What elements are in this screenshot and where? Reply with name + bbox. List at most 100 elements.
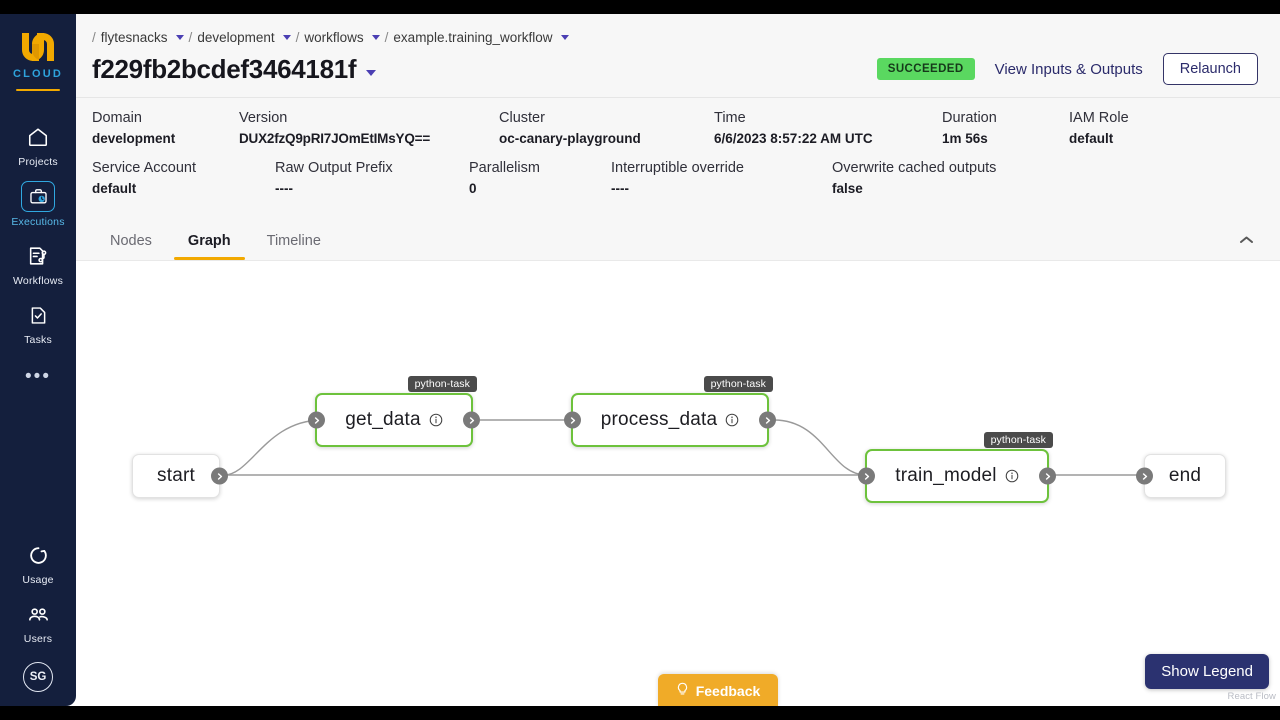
- sidebar-item-label: Projects: [18, 156, 58, 168]
- meta-label: Version: [239, 110, 288, 126]
- brand-name: CLOUD: [12, 68, 64, 80]
- graph-node-process_data[interactable]: python-task process_data: [564, 376, 776, 447]
- node-input-port[interactable]: [308, 411, 325, 429]
- graph-node-start[interactable]: start: [132, 454, 228, 498]
- execution-metadata: Domain development Version DUX2fzQ9pRI7J…: [76, 98, 1280, 216]
- meta-iam-role: IAM Role default: [1069, 110, 1129, 146]
- meta-value: DUX2fzQ9pRI7JOmEtIMsYQ==: [239, 131, 431, 146]
- workflow-icon: [20, 241, 56, 271]
- breadcrumb-separator: /: [384, 30, 389, 45]
- view-tabs: Nodes Graph Timeline: [76, 216, 1280, 260]
- feedback-label: Feedback: [695, 682, 761, 699]
- meta-interruptible-override: Interruptible override ----: [611, 160, 832, 196]
- meta-service-account: Service Account default: [92, 160, 275, 196]
- graph-node-train_model[interactable]: python-task train_model: [858, 432, 1056, 503]
- sidebar-item-tasks[interactable]: Tasks: [0, 291, 76, 350]
- meta-label: Cluster: [499, 110, 545, 126]
- node-input-port[interactable]: [1136, 467, 1153, 485]
- node-output-port[interactable]: [1039, 467, 1056, 485]
- letterbox-bottom: [0, 706, 1280, 720]
- breadcrumb-item-domain[interactable]: development: [197, 30, 275, 45]
- node-label: train_model: [895, 465, 997, 486]
- info-icon[interactable]: [725, 413, 739, 427]
- graph-node-get_data[interactable]: python-task get_data: [308, 376, 480, 447]
- meta-label: Interruptible override: [611, 160, 744, 176]
- show-legend-button[interactable]: Show Legend: [1145, 654, 1269, 689]
- brand-logo[interactable]: CLOUD: [13, 28, 63, 91]
- breadcrumb-item-workflow[interactable]: example.training_workflow: [393, 30, 553, 45]
- meta-label: Domain: [92, 110, 142, 126]
- breadcrumb-item-project[interactable]: flytesnacks: [100, 30, 168, 45]
- breadcrumb-separator: /: [92, 30, 96, 45]
- meta-value: oc-canary-playground: [499, 131, 641, 146]
- meta-label: Overwrite cached outputs: [832, 160, 997, 176]
- node-type-badge: python-task: [703, 376, 773, 392]
- briefcase-clock-icon: [21, 181, 55, 212]
- node-label: start: [157, 465, 195, 486]
- sidebar-item-label: Tasks: [24, 334, 52, 346]
- sidebar-item-usage[interactable]: Usage: [0, 531, 76, 590]
- feedback-button[interactable]: Feedback: [658, 674, 778, 706]
- meta-overwrite-cached-outputs: Overwrite cached outputs false: [832, 160, 996, 196]
- status-badge: SUCCEEDED: [876, 58, 975, 80]
- sidebar-item-executions[interactable]: Executions: [0, 172, 76, 232]
- breadcrumb-separator: /: [295, 30, 300, 45]
- sidebar-item-users[interactable]: Users: [0, 590, 76, 649]
- meta-label: Time: [714, 110, 746, 126]
- chevron-down-icon[interactable]: [282, 35, 291, 40]
- ellipsis-icon[interactable]: •••: [25, 366, 51, 387]
- main-content: / flytesnacks / development / workflows …: [76, 14, 1280, 706]
- chevron-down-icon[interactable]: [175, 35, 184, 40]
- union-logo-icon: [21, 33, 54, 61]
- metadata-row-1: Domain development Version DUX2fzQ9pRI7J…: [92, 110, 1258, 146]
- node-label: process_data: [600, 409, 718, 430]
- users-icon: [20, 599, 56, 629]
- info-icon[interactable]: [1005, 469, 1019, 483]
- node-label: end: [1168, 465, 1202, 486]
- relaunch-button[interactable]: Relaunch: [1162, 53, 1258, 85]
- node-output-port[interactable]: [211, 467, 228, 485]
- app-window: CLOUD Projects: [0, 14, 1280, 706]
- tab-graph[interactable]: Graph: [170, 233, 249, 260]
- header-actions: SUCCEEDED View Inputs & Outputs Relaunch: [876, 53, 1258, 85]
- node-output-port[interactable]: [463, 411, 480, 429]
- sidebar-item-label: Workflows: [12, 275, 64, 287]
- node-input-port[interactable]: [564, 411, 581, 429]
- meta-cluster: Cluster oc-canary-playground: [499, 110, 714, 146]
- graph-canvas[interactable]: start python-task get_data: [76, 260, 1280, 706]
- tab-nodes[interactable]: Nodes: [110, 233, 152, 249]
- sidebar-item-projects[interactable]: Projects: [0, 113, 76, 172]
- meta-duration: Duration 1m 56s: [942, 110, 1069, 146]
- sidebar-item-label: Users: [23, 633, 53, 645]
- sidebar-item-workflows[interactable]: Workflows: [0, 232, 76, 291]
- lightbulb-icon: [676, 682, 689, 700]
- meta-raw-output-prefix: Raw Output Prefix ----: [275, 160, 469, 196]
- chevron-up-icon[interactable]: [1234, 228, 1258, 252]
- view-inputs-outputs-link[interactable]: View Inputs & Outputs: [994, 60, 1143, 78]
- page-title: f229fb2bcdef3464181f: [92, 53, 357, 84]
- tab-timeline[interactable]: Timeline: [266, 233, 321, 249]
- chevron-down-icon[interactable]: [560, 35, 569, 40]
- info-icon[interactable]: [429, 413, 443, 427]
- sidebar-item-label: Usage: [22, 574, 54, 586]
- brand-underline: [15, 89, 60, 91]
- metadata-row-2: Service Account default Raw Output Prefi…: [92, 160, 1258, 196]
- meta-value: default: [1069, 131, 1114, 146]
- breadcrumb-separator: /: [188, 30, 193, 45]
- node-label: get_data: [345, 409, 421, 430]
- sidebar-nav: Projects Executions: [0, 113, 76, 386]
- execution-dropdown-icon[interactable]: [366, 69, 377, 76]
- meta-value: ----: [611, 181, 629, 196]
- react-flow-attribution: React Flow: [1227, 691, 1276, 702]
- graph-node-end[interactable]: end: [1136, 454, 1226, 498]
- breadcrumb-item-section[interactable]: workflows: [304, 30, 364, 45]
- letterbox-top: [0, 0, 1280, 14]
- sidebar-bottom-nav: Usage Users SG: [0, 531, 76, 692]
- meta-label: IAM Role: [1069, 110, 1129, 126]
- node-input-port[interactable]: [858, 467, 875, 485]
- usage-ring-icon: [20, 540, 56, 570]
- chevron-down-icon[interactable]: [371, 35, 380, 40]
- node-output-port[interactable]: [759, 411, 776, 429]
- meta-version: Version DUX2fzQ9pRI7JOmEtIMsYQ==: [239, 110, 499, 146]
- avatar[interactable]: SG: [23, 662, 53, 692]
